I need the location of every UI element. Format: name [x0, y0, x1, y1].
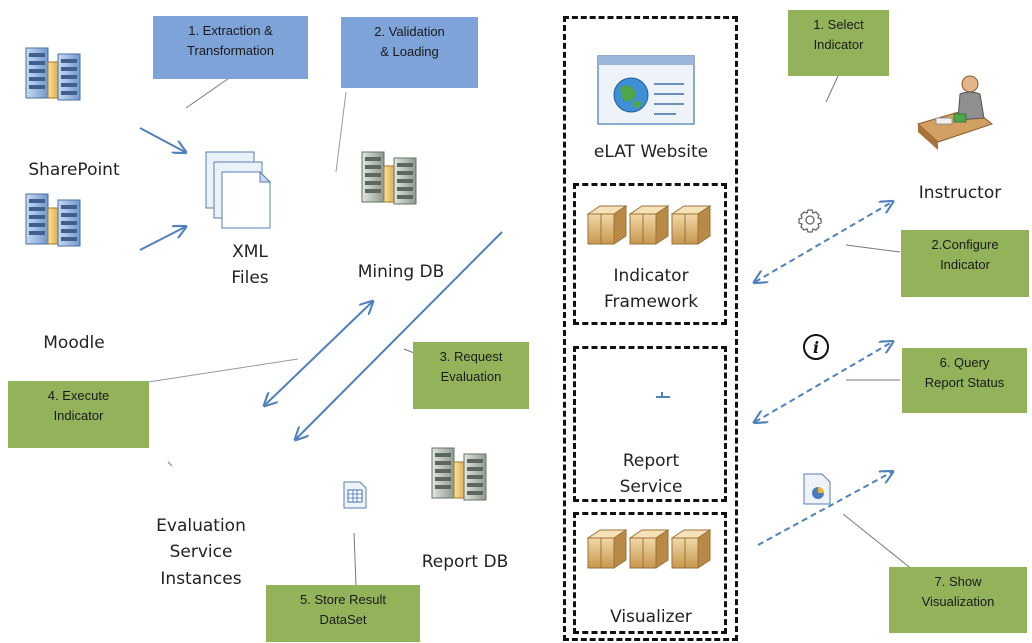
- moodle-server-icon: [25, 193, 81, 247]
- report-db-label: Report DB: [421, 552, 509, 572]
- instructor-label: Instructor: [918, 183, 1002, 203]
- configure-indicator-arrow: [755, 202, 892, 282]
- show-visualization-arrow: [757, 472, 892, 546]
- step-store-result-box: 5. Store Result DataSet: [266, 585, 420, 642]
- dataset-icon: [343, 481, 367, 509]
- step-query-report-box: 6. Query Report Status: [902, 348, 1027, 413]
- report-service-label: Report Service: [619, 451, 683, 498]
- report-service-container: [573, 346, 727, 502]
- svg-text:i: i: [813, 338, 819, 357]
- connector-line: [845, 244, 901, 253]
- sharepoint-to-xml-arrow: [139, 127, 185, 152]
- xml-files-label: XML Files: [231, 242, 269, 289]
- visualizer-container: [573, 512, 727, 634]
- website-icon: [597, 55, 695, 125]
- step-select-indicator-box: 1. Select Indicator: [788, 10, 889, 76]
- connector-line: [147, 358, 299, 383]
- evaluation-mark: [167, 461, 173, 467]
- visualizer-label: Visualizer: [610, 607, 692, 627]
- step-configure-indicator-box: 2.Configure Indicator: [901, 230, 1029, 297]
- step-execute-indicator-box: 4. Execute Indicator: [8, 381, 149, 448]
- request-evaluation-arrow: [296, 231, 503, 439]
- connector-line: [185, 75, 233, 109]
- instructor-icon: [917, 75, 994, 150]
- execute-indicator-arrow: [265, 302, 372, 405]
- info-icon: i: [803, 334, 829, 360]
- report-icon: [803, 473, 831, 505]
- connector-line: [353, 532, 357, 586]
- sharepoint-label: SharePoint: [28, 160, 120, 180]
- elat-website-label: eLAT Website: [593, 142, 709, 162]
- connector-line: [842, 513, 919, 575]
- moodle-to-xml-arrow: [139, 227, 185, 251]
- evaluation-instances-label: Evaluation Service Instances: [156, 516, 246, 589]
- query-report-arrow: [755, 342, 892, 422]
- sharepoint-server-icon: [25, 47, 81, 101]
- indicator-framework-label: Indicator Framework: [603, 266, 699, 313]
- report-db-server-icon: [431, 447, 487, 501]
- connector-line: [403, 348, 415, 354]
- moodle-label: Moodle: [43, 333, 105, 353]
- indicator-framework-container: [573, 183, 727, 325]
- connector-line: [825, 75, 839, 103]
- elat-container: [563, 16, 738, 641]
- connector-line: [335, 91, 347, 173]
- gear-icon: [798, 209, 822, 233]
- mining-db-label: Mining DB: [357, 262, 445, 282]
- mining-db-server-icon: [361, 151, 417, 205]
- step-request-evaluation-box: 3. Request Evaluation: [413, 342, 529, 409]
- step-validation-box: 2. Validation & Loading: [341, 17, 478, 88]
- step-show-visualization-box: 7. Show Visualization: [889, 567, 1027, 633]
- xml-document-icon: [205, 151, 272, 229]
- step-extraction-box: 1. Extraction & Transformation: [153, 16, 308, 79]
